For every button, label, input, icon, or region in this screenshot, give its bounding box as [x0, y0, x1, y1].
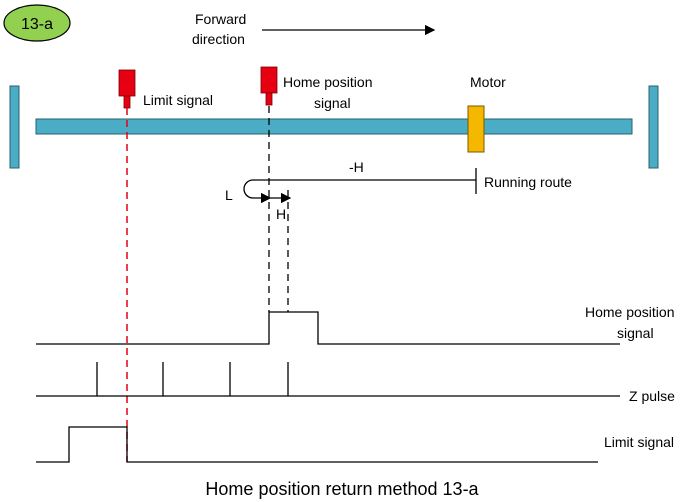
- home-signal-label-line2: signal: [617, 325, 654, 341]
- forward-label-line2: direction: [192, 31, 245, 47]
- badge-ellipse: [3, 4, 71, 42]
- motor-label: Motor: [470, 74, 506, 90]
- route-h-label: H: [276, 206, 286, 222]
- home-sensor-label-line2: signal: [314, 95, 351, 111]
- diagram-caption: Home position return method 13-a: [205, 479, 479, 499]
- motor-block: [467, 105, 485, 153]
- route-label: Running route: [484, 174, 572, 190]
- home-sensor-label-line1: Home position: [283, 74, 373, 90]
- method-badge: 13-a: [3, 4, 71, 42]
- limit-sensor-body: [118, 69, 136, 97]
- left-stop: [9, 85, 20, 169]
- home-signal-waveform: [36, 311, 620, 345]
- forward-label-line1: Forward: [195, 11, 246, 27]
- limit-sensor: [118, 69, 136, 109]
- limit-signal-label: Limit signal: [604, 434, 674, 450]
- z-pulse-label: Z pulse: [629, 388, 675, 404]
- right-stop: [648, 85, 659, 169]
- home-sensor-body: [260, 66, 278, 94]
- rail-bar: [35, 118, 633, 135]
- route-negative-h-label: -H: [349, 159, 364, 175]
- route-l-turn: [243, 179, 254, 199]
- home-sensor: [260, 66, 278, 106]
- limit-sensor-label: Limit signal: [143, 92, 213, 108]
- limit-sensor-tip: [123, 95, 131, 109]
- running-route: [243, 168, 477, 204]
- badge-label: 13-a: [21, 16, 53, 33]
- home-signal-label-line1: Home position: [585, 304, 675, 320]
- limit-signal-waveform: [36, 426, 598, 463]
- home-sensor-tip: [265, 92, 273, 106]
- z-pulse-waveform: [36, 362, 620, 397]
- route-l-label: L: [225, 187, 233, 203]
